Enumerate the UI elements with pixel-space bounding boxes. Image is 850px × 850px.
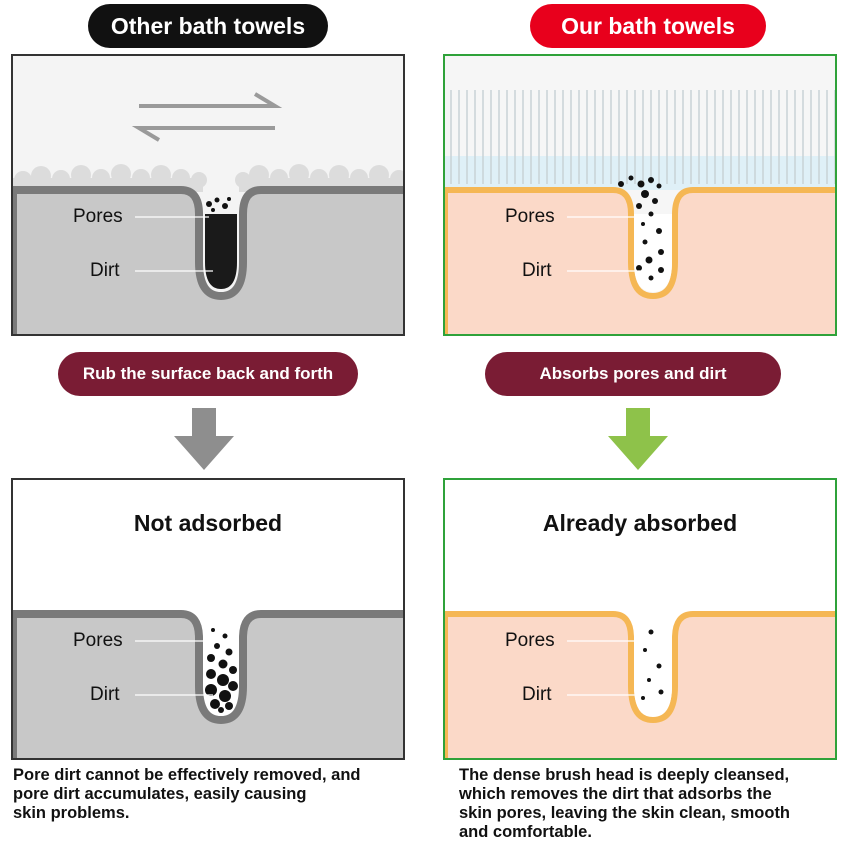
skin-surface (445, 187, 835, 334)
skin-surface (13, 186, 403, 334)
pores-label: Pores (73, 630, 123, 651)
other-towels-rubbing-panel: Pores Dirt (11, 54, 405, 336)
rub-surface-pill: Rub the surface back and forth (58, 352, 358, 396)
skin-surface (445, 611, 835, 758)
brushing-skin-illustration (445, 90, 835, 334)
our-towels-brushing-panel: Pores Dirt (443, 54, 837, 336)
accumulated-dirt (205, 628, 238, 713)
absorbs-dirt-pill: Absorbs pores and dirt (485, 352, 781, 396)
brush-bristles (450, 90, 835, 184)
other-towels-description: Pore dirt cannot be effectively removed,… (13, 766, 361, 822)
pores-label: Pores (505, 630, 555, 651)
already-absorbed-panel: Already absorbed Pores Dirt (443, 478, 837, 760)
dirt-label: Dirt (90, 260, 120, 281)
panel-title: Not adsorbed (133, 510, 283, 536)
pores-label: Pores (73, 206, 123, 227)
dirt-label: Dirt (522, 684, 552, 705)
our-towels-header: Our bath towels (530, 4, 766, 48)
dirt-label: Dirt (522, 260, 552, 281)
skin-surface (13, 610, 403, 758)
clogged-pore-illustration (13, 610, 403, 758)
clean-pore-illustration (445, 611, 835, 758)
remaining-dirt (641, 629, 664, 700)
not-adsorbed-panel: Not adsorbed Pores Dirt (11, 478, 405, 760)
pores-label: Pores (505, 206, 555, 227)
other-towels-header: Other bath towels (88, 4, 328, 48)
down-arrow-icon (608, 408, 668, 470)
rubbing-skin-illustration (13, 92, 403, 334)
rub-arrows (131, 92, 283, 142)
dirt-particles (618, 175, 664, 281)
dirt-label: Dirt (90, 684, 120, 705)
panel-title: Already absorbed (542, 510, 738, 536)
foam-bubbles (13, 164, 403, 192)
our-towels-description: The dense brush head is deeply cleansed,… (459, 766, 791, 841)
down-arrow-icon (174, 408, 234, 470)
